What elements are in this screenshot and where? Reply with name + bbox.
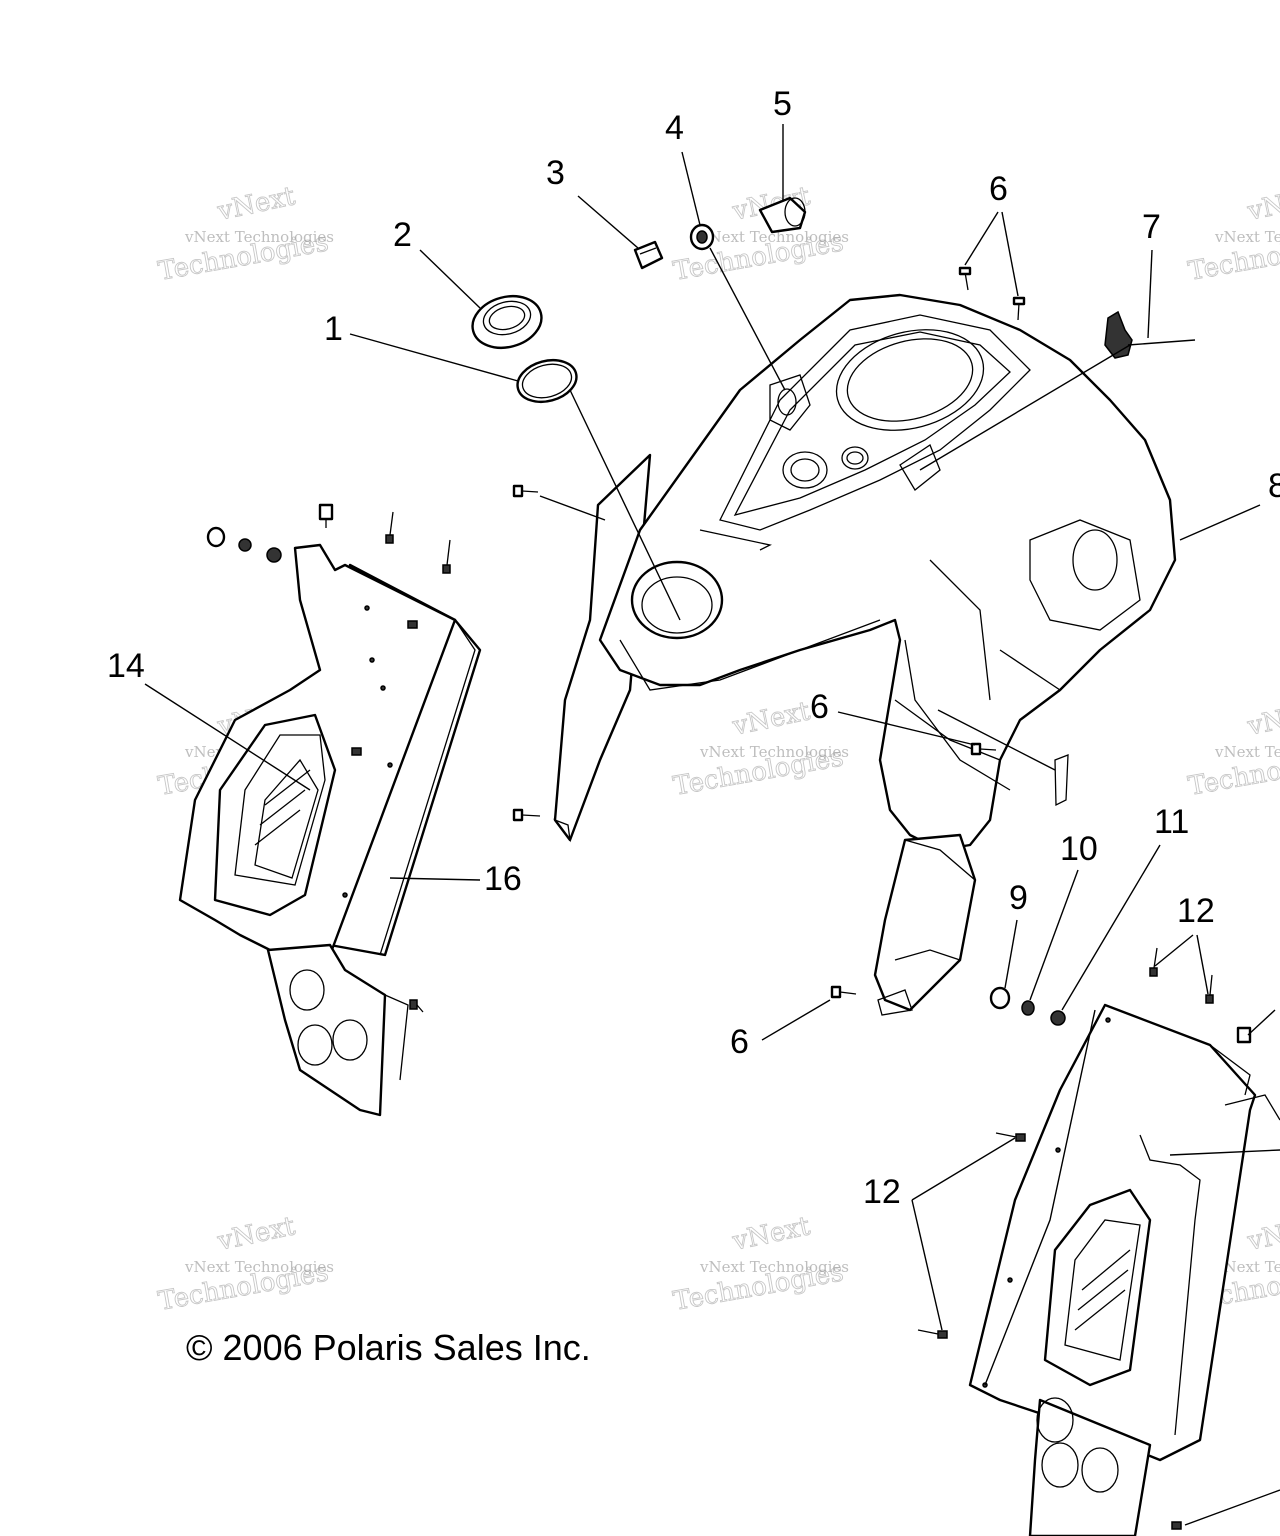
svg-text:vNext: vNext — [1244, 181, 1280, 227]
svg-text:vNext: vNext — [729, 1211, 813, 1257]
callout-6-bottom: 6 — [730, 1023, 749, 1061]
fuel-cap-bezel — [471, 295, 543, 349]
callout-2: 2 — [393, 216, 412, 254]
callout-3: 3 — [546, 154, 565, 192]
watermark: vNext vNext Technologies Technologies — [1186, 696, 1280, 803]
key — [633, 240, 664, 270]
svg-text:vNext Technologies: vNext Technologies — [184, 1258, 334, 1276]
callout-1: 1 — [324, 310, 343, 348]
svg-text:vNext Technologies: vNext Technologies — [1214, 1258, 1280, 1276]
svg-text:vNext Technologies: vNext Technologies — [699, 743, 849, 761]
callout-5: 5 — [773, 85, 792, 123]
right-side-panel — [968, 1003, 1280, 1536]
hardware — [206, 196, 1252, 1530]
callout-10: 10 — [1060, 830, 1098, 868]
svg-text:vNext Technologies: vNext Technologies — [1214, 228, 1280, 246]
callout-8: 8 — [1268, 467, 1280, 505]
switch-with-cable — [1104, 310, 1133, 359]
callout-12-bottom: 12 — [863, 1173, 901, 1211]
callout-11: 11 — [1154, 803, 1189, 841]
leader-lines — [144, 124, 1280, 1526]
svg-text:vNext: vNext — [214, 1211, 298, 1257]
callout-14: 14 — [107, 647, 145, 685]
svg-text:vNext Technologies: vNext Technologies — [699, 228, 849, 246]
callout-9: 9 — [1009, 879, 1028, 917]
callout-16: 16 — [484, 860, 522, 898]
svg-text:vNext: vNext — [1244, 696, 1280, 742]
watermark: vNext vNext Technologies Technologies — [156, 181, 334, 288]
callout-6-top: 6 — [989, 170, 1008, 208]
left-side-panel — [178, 543, 482, 1117]
front-cab-console — [553, 293, 1177, 1016]
callout-7: 7 — [1142, 208, 1161, 246]
callouts: 1 2 3 4 5 6 7 8 6 6 9 10 11 12 12 14 16 — [107, 85, 1280, 1211]
watermark: vNext vNext Technologies Technologies — [156, 1211, 334, 1318]
svg-text:vNext: vNext — [1244, 1211, 1280, 1257]
svg-text:vNext Technologies: vNext Technologies — [184, 228, 334, 246]
svg-text:vNext Technologies: vNext Technologies — [1214, 743, 1280, 761]
copyright-notice: © 2006 Polaris Sales Inc. — [186, 1327, 591, 1368]
svg-text:vNext: vNext — [729, 696, 813, 742]
callout-12-top: 12 — [1177, 892, 1215, 930]
callout-4: 4 — [665, 109, 684, 147]
watermark: vNext vNext Technologies Technologies — [671, 1211, 849, 1318]
svg-text:vNext: vNext — [214, 181, 298, 227]
watermark: vNext vNext Technologies Technologies — [1186, 181, 1280, 288]
svg-text:vNext Technologies: vNext Technologies — [699, 1258, 849, 1276]
callout-6-mid: 6 — [810, 688, 829, 726]
